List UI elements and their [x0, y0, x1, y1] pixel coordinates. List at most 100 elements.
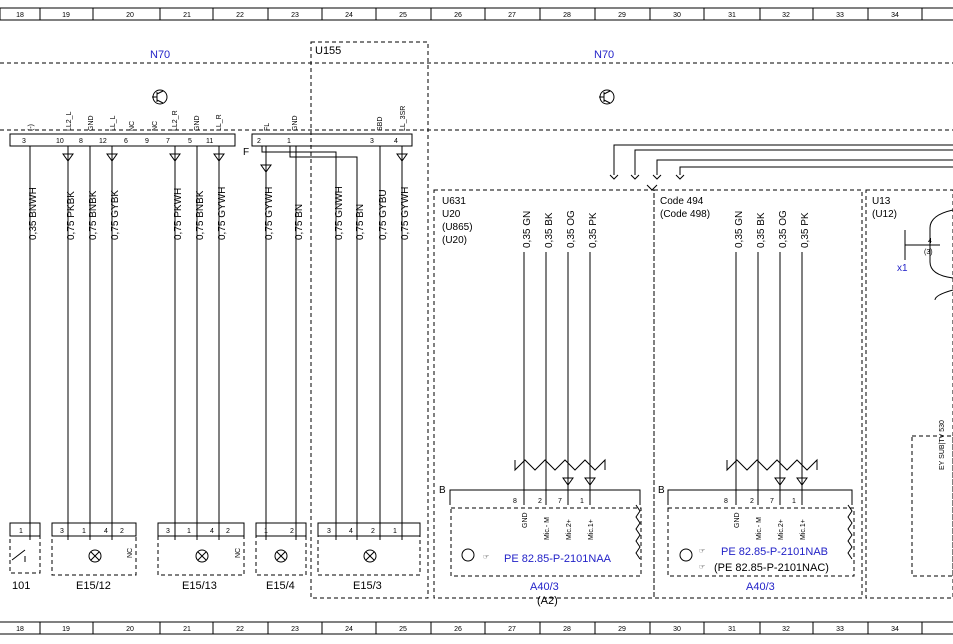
group-label: (U865) — [442, 222, 473, 233]
pin-name: Mic.2+ — [778, 519, 785, 540]
pin-number: 4 — [394, 138, 398, 145]
pin-number: 1 — [287, 138, 291, 145]
pin-number: 12 — [99, 138, 107, 145]
wire-label: 0,75 GYBU — [378, 189, 389, 240]
grid-label: 23 — [291, 12, 299, 19]
wires-left — [29, 146, 408, 540]
lamp-icon — [88, 549, 102, 563]
transistor-icon — [461, 548, 475, 562]
grid-label: 21 — [183, 626, 191, 633]
pin-number: 7 — [558, 498, 562, 505]
component-e15-3: 3 4 2 1 E15/3 — [317, 522, 421, 592]
pin-number: 2 — [371, 528, 375, 535]
wire-label: 0,75 BNBK — [88, 190, 99, 240]
grid-label: 28 — [563, 626, 571, 633]
pin-number: 3 — [22, 138, 26, 145]
group-label: (Code 498) — [660, 209, 710, 220]
wire-label: 0,75 BNBK — [195, 190, 206, 240]
grid-label: 25 — [399, 12, 407, 19]
pin-number: 3 — [60, 528, 64, 535]
grid-label: 31 — [728, 12, 736, 19]
wire-label: 0,75 PKBK — [66, 191, 77, 240]
reference-link-nab[interactable]: PE 82.85-P-2101NAB — [721, 546, 828, 558]
wire-label: 0,75 GYWH — [264, 187, 275, 240]
pin-name: Mic.1+ — [800, 519, 807, 540]
component-a2-label: (A2) — [537, 595, 558, 607]
wire-label: 0,35 BK — [756, 212, 767, 248]
pin-number: 2 — [226, 528, 230, 535]
pin-name: LL2_L — [66, 111, 73, 131]
grid-label: 22 — [236, 12, 244, 19]
pin-number: 4 — [349, 528, 353, 535]
reference-hand-icon: ☞ — [483, 554, 489, 561]
group-label: (U20) — [442, 235, 467, 246]
pin-name: LL2_R — [172, 110, 179, 131]
grid-label: 31 — [728, 626, 736, 633]
grid-label: 28 — [563, 12, 571, 19]
module-n70-right: N70 — [594, 49, 614, 61]
pin-name: Mic.1+ — [588, 519, 595, 540]
reference-hand-icon: ☞ — [699, 564, 705, 571]
component-101: 1 101 — [9, 522, 41, 592]
group-box-u631 — [433, 189, 655, 599]
wire-label: 0,75 BN — [294, 204, 305, 240]
reference-link-naa[interactable]: PE 82.85-P-2101NAA — [504, 553, 612, 565]
wire-label: 0,75 GNWH — [334, 186, 345, 240]
wire-label: 0,35 PK — [588, 212, 599, 248]
component-e15-13: 3 1 4 2 NC E15/13 — [157, 522, 245, 592]
wire-label: 0,75 GYBK — [110, 190, 121, 240]
pin-name: GND — [194, 115, 201, 131]
grid-label: 32 — [782, 626, 790, 633]
group-label: U631 — [442, 196, 466, 207]
a40-3-left: B 8 2 7 1 GND Mic.- M Mic.2+ Mic.1+ ☞ PE… — [439, 485, 642, 607]
pin-number: 7 — [770, 498, 774, 505]
grid-label: 34 — [891, 12, 899, 19]
wire-label: 0,35 PK — [800, 212, 811, 248]
pin-number: (3) — [924, 249, 933, 256]
pin-number: 4 — [210, 528, 214, 535]
pin-number: 5 — [188, 138, 192, 145]
grid-label: 30 — [673, 626, 681, 633]
component-label: E15/4 — [266, 580, 295, 592]
grid-label: 30 — [673, 12, 681, 19]
reference-link-nac[interactable]: (PE 82.85-P-2101NAC) — [714, 562, 829, 574]
pin-number: 1 — [792, 498, 796, 505]
transistor-icon — [679, 548, 693, 562]
pin-name: NC — [129, 121, 136, 131]
pin-name: FL — [264, 123, 271, 131]
reference-hand-icon: ☞ — [699, 548, 705, 555]
grid-label: 26 — [454, 12, 462, 19]
connector-x1: x1 — [897, 263, 908, 274]
pin-number: 1 — [187, 528, 191, 535]
side-label: EY SUB|TV 530 — [939, 420, 946, 470]
pin-number: 10 — [56, 138, 64, 145]
pin-number: 8 — [724, 498, 728, 505]
pin-number: 4 — [104, 528, 108, 535]
group-label: (U12) — [872, 209, 897, 220]
pin-name: GND — [734, 512, 741, 528]
wire-label: 0,35 GN — [734, 211, 745, 248]
u155-module-box — [310, 41, 429, 599]
pin-number: 1 — [580, 498, 584, 505]
grid-ruler-bottom: 18 19 20 21 22 23 24 25 26 27 28 29 30 3… — [0, 621, 953, 635]
wires-group1: 0,35 GN 0,35 BK 0,35 OG 0,35 PK — [514, 210, 606, 505]
wire-label: 0,75 GYWH — [400, 187, 411, 240]
pin-name: Mic.- M — [756, 517, 763, 540]
pin-number: 2 — [120, 528, 124, 535]
pin-number: 2 — [750, 498, 754, 505]
lamp-icon — [195, 549, 209, 563]
component-label: E15/3 — [353, 580, 382, 592]
nc-label: NC — [127, 548, 134, 558]
grid-label: 24 — [345, 12, 353, 19]
grid-label: 18 — [16, 12, 24, 19]
component-a40-3-label: A40/3 — [746, 581, 775, 593]
group-box-u13 — [865, 189, 953, 599]
group-label: U20 — [442, 209, 461, 220]
pin-number: 11 — [206, 138, 213, 145]
connector-f-label: F — [243, 147, 249, 158]
pin-number: 2 — [257, 138, 261, 145]
pin-name: NC — [152, 121, 159, 131]
component-label: E15/12 — [76, 580, 111, 592]
grid-label: 29 — [618, 12, 626, 19]
